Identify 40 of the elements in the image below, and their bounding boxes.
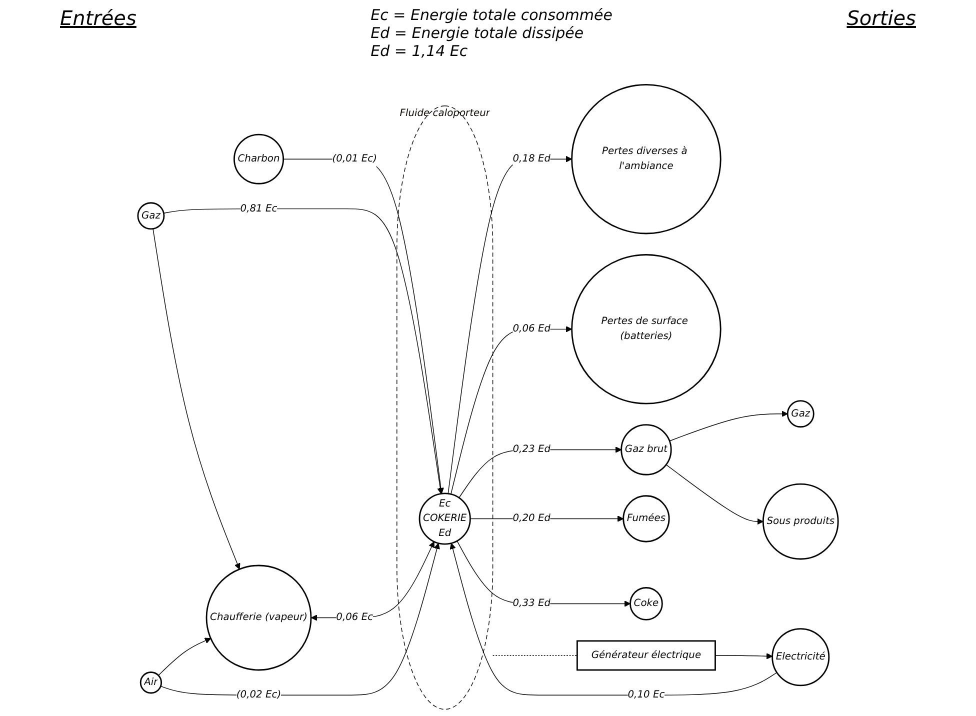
arrow: [163, 208, 444, 494]
node-circle: Charbon: [234, 134, 284, 184]
edge-label: 0,81 Ec: [240, 202, 278, 214]
edge-label: 0,33 Ed: [512, 598, 551, 610]
arrow: [666, 464, 764, 525]
node-box: Générateur électrique: [576, 640, 716, 671]
edge-label: 0,10 Ec: [628, 689, 665, 700]
arrow: [282, 158, 444, 494]
arrow: [450, 542, 778, 696]
arrow: [714, 653, 773, 660]
section-heading: Entrées: [60, 6, 136, 30]
edge-label: 0,20 Ed: [512, 512, 551, 524]
arrow: [448, 156, 572, 494]
connector: [492, 655, 578, 656]
arrow: [152, 228, 240, 570]
node-circle: Fumées: [622, 495, 670, 542]
definition-note: Ec = Energie totale consommée: [370, 6, 612, 24]
node-circle: Ec COKERIE Ed: [418, 492, 471, 545]
arrow: [669, 410, 788, 442]
node-circle: Gaz: [137, 202, 165, 230]
node-circle: Coke: [630, 587, 663, 620]
edge-label: 0,06 Ec: [336, 612, 374, 624]
edge-label: 0,06 Ed: [512, 323, 551, 334]
node-circle: Pertes de surface (batteries): [571, 254, 722, 404]
arrow: [160, 542, 440, 696]
edge-label: (0,01 Ec): [332, 153, 377, 164]
section-heading: Sorties: [846, 6, 916, 30]
node-circle: Gaz brut: [620, 424, 672, 476]
edge-label: (0,02 Ec): [236, 689, 282, 700]
arrow: [450, 326, 572, 494]
edge-label: 0,23 Ed: [512, 444, 551, 456]
node-circle: Gaz: [786, 400, 814, 428]
node-circle: Sous produits: [762, 483, 839, 560]
definition-note: Ed = Energie totale dissipée: [370, 24, 585, 42]
arrow: [158, 638, 212, 676]
node-circle: Pertes diverses à l'ambiance: [571, 84, 722, 234]
edge-label: 0,18 Ed: [512, 153, 551, 164]
definition-note: Ed = 1,14 Ec: [370, 42, 469, 60]
node-circle: Chaufferie (vapeur): [206, 564, 312, 671]
node-circle: Electricité: [772, 628, 830, 686]
